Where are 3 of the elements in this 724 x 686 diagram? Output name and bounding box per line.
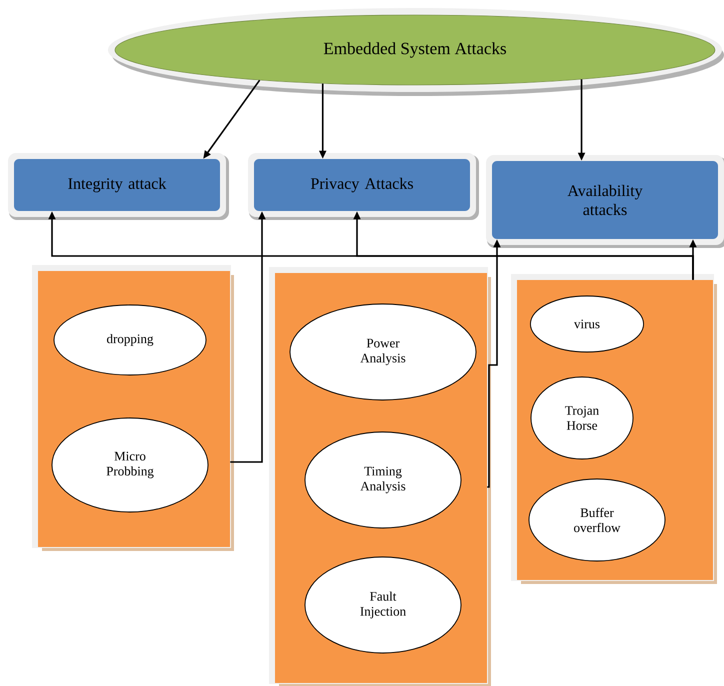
category-box: Integrity attack (8, 153, 229, 220)
category-box: Privacy Attacks (248, 153, 479, 220)
category-box: Availability attacks (486, 155, 724, 248)
